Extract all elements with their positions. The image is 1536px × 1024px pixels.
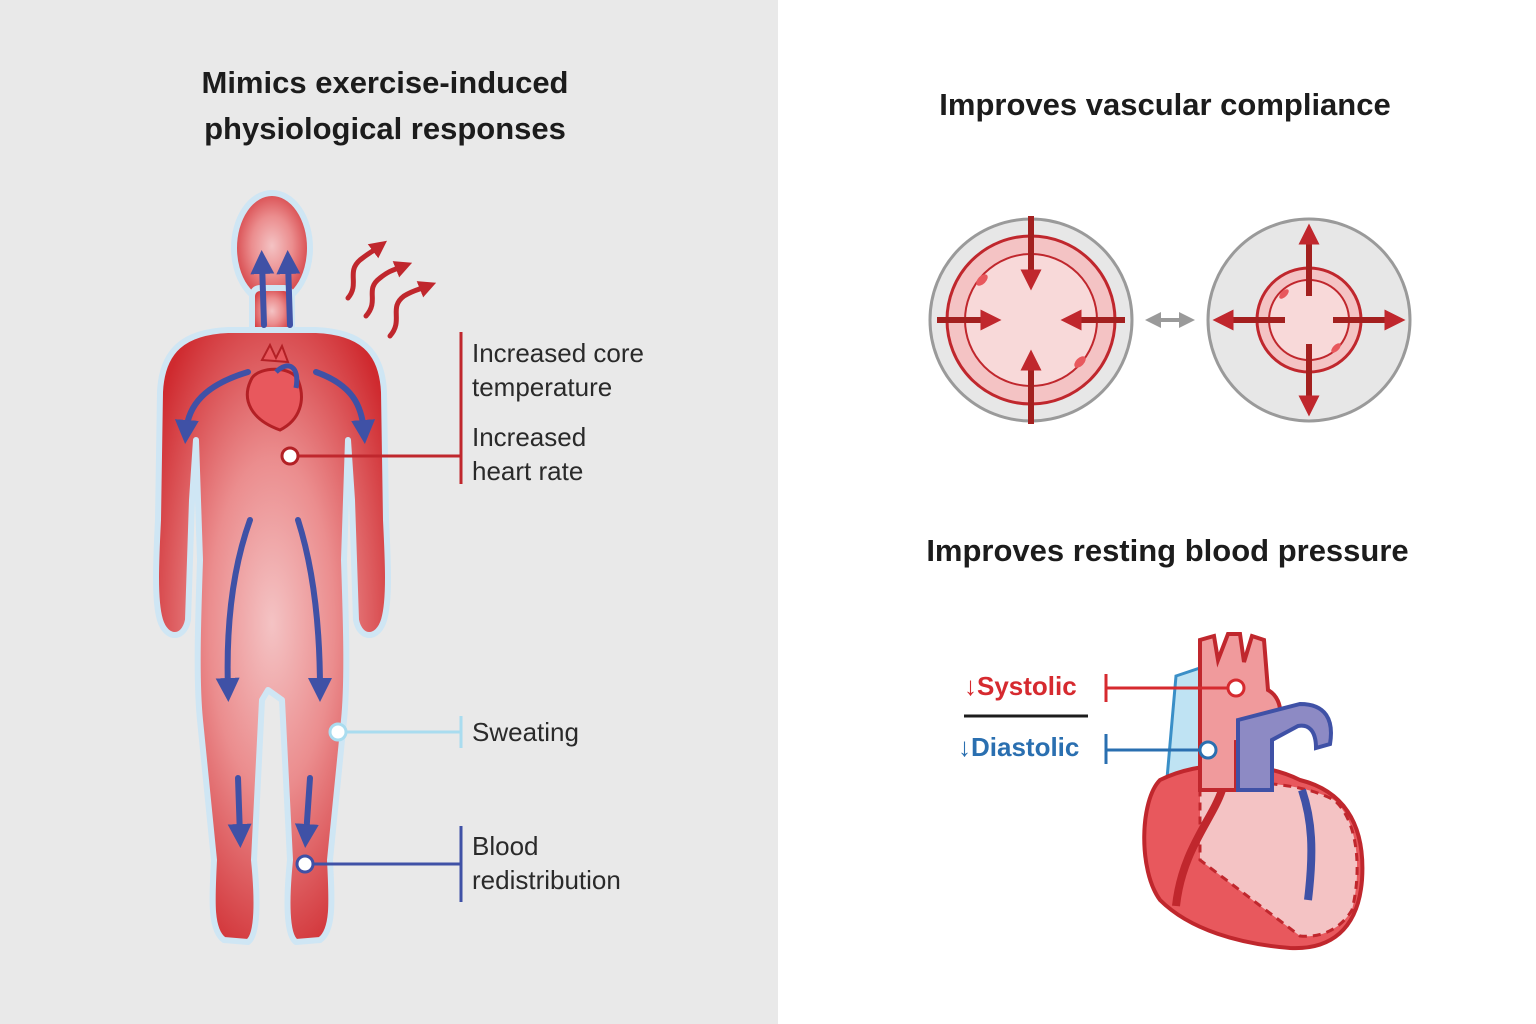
left-panel xyxy=(0,0,778,1024)
sweating-marker xyxy=(328,722,348,742)
systolic-text: Systolic xyxy=(977,671,1077,701)
left-heading-line1: Mimics exercise-induced xyxy=(201,65,569,100)
left-heading-line2: physiological responses xyxy=(204,111,566,146)
circulation-arrows xyxy=(174,250,376,848)
systolic-marker xyxy=(1226,678,1246,698)
label-connectors xyxy=(290,332,463,902)
blood-marker xyxy=(295,854,315,874)
heart-rate-line1: Increased xyxy=(472,422,587,452)
diastolic-text: Diastolic xyxy=(971,732,1080,762)
large-heart-illustration xyxy=(1142,632,1365,951)
bp-heading: Improves resting blood pressure xyxy=(926,533,1409,568)
blood-line2: redistribution xyxy=(472,865,621,895)
core-temp-label: Increased core temperature xyxy=(472,336,644,404)
blood-line1: Blood xyxy=(472,831,539,861)
core-temp-line1: Increased core xyxy=(472,338,644,368)
blood-label: Blood redistribution xyxy=(472,829,621,897)
bp-connectors xyxy=(964,674,1236,764)
heart-rate-line2: heart rate xyxy=(472,456,584,486)
body-heart-icon xyxy=(245,342,303,432)
sweating-label: Sweating xyxy=(472,717,579,747)
heart-rate-marker xyxy=(280,446,300,466)
vascular-heading: Improves vascular compliance xyxy=(939,87,1391,122)
human-body-figure xyxy=(153,190,391,945)
systolic-label: ↓Systolic xyxy=(964,670,1077,702)
core-temp-line2: temperature xyxy=(472,372,613,402)
vessel-constricted-diagram xyxy=(928,216,1134,424)
heart-rate-label: Increased heart rate xyxy=(472,420,586,488)
diastolic-marker xyxy=(1198,740,1218,760)
vessel-dilated-diagram xyxy=(1206,217,1412,423)
left-heading: Mimics exercise-induced physiological re… xyxy=(145,60,625,152)
systolic-down-arrow-icon: ↓ xyxy=(964,671,977,701)
diastolic-label: ↓Diastolic xyxy=(958,731,1079,763)
diastolic-down-arrow-icon: ↓ xyxy=(958,732,971,762)
heat-arrows-icon xyxy=(345,240,437,339)
